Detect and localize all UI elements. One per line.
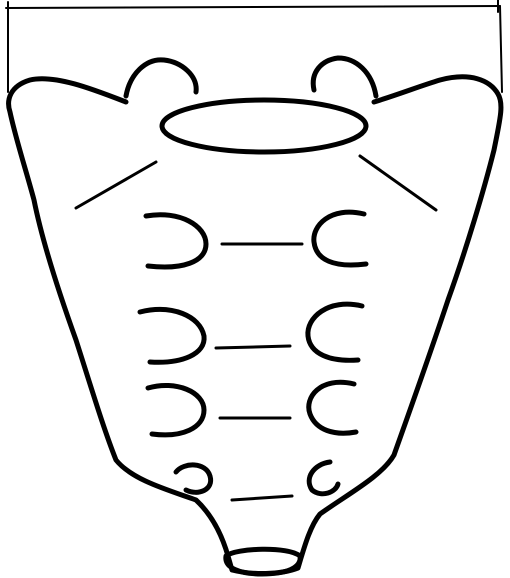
ala-line-left [76,162,156,208]
foramen-left-3 [148,385,204,434]
articular-process-left [126,60,196,96]
coccyx-tip [226,549,300,574]
ala-lines [76,156,436,210]
sacral-base [162,100,366,152]
ridge-line-4 [232,496,292,500]
foramen-left-2 [140,309,204,362]
measure-line-top [6,6,500,8]
transverse-ridges [216,244,302,500]
foramen-right-4 [309,462,338,494]
ala-line-right [360,156,436,210]
measure-line-right-vertical [500,6,502,92]
foramen-right-2 [308,304,362,360]
articular-process-right [313,58,376,96]
ridge-line-2 [216,346,290,348]
width-measure-line [6,0,502,92]
foramina-left [140,215,211,493]
foramen-right-3 [309,382,356,433]
foramen-left-1 [146,215,206,267]
foramina-right [308,212,366,494]
foramen-right-1 [314,212,366,265]
foramen-left-4 [176,465,211,492]
